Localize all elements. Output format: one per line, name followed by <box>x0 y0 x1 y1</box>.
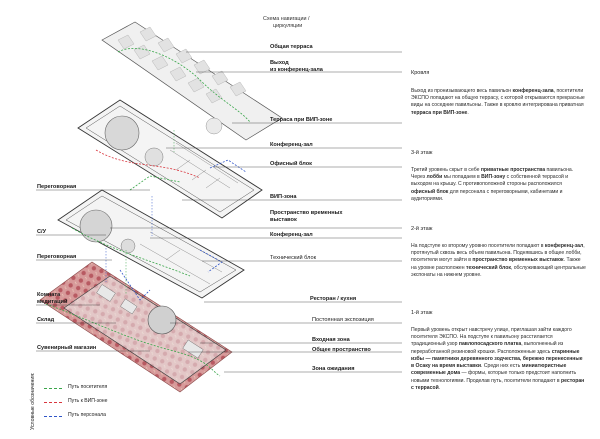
legend-title-line1: Условные <box>30 406 36 430</box>
section-title-floor2: 2-й этаж <box>411 226 433 232</box>
label-conference-hall-2: Конференц-зал <box>270 232 313 238</box>
label-conference-hall-3: Конференц-зал <box>270 142 313 148</box>
floor-3-level <box>77 99 263 219</box>
label-exit-line2: из конференц-зала <box>270 67 323 73</box>
legend-title: Условные обозначения: <box>30 372 37 430</box>
leader-lines-right <box>110 51 402 373</box>
label-permanent-exposition: Постоянная экспозиция <box>312 317 374 323</box>
label-vip-zone: ВИП-зона <box>270 194 297 200</box>
label-meditation-line2: медитаций <box>37 299 68 305</box>
vertical-connectors <box>105 196 153 282</box>
legend-staff-text: Путь персонала <box>68 412 106 418</box>
legend-staff-line <box>44 416 62 417</box>
section-text-floor2: На подступе ко второму уровню посетители… <box>411 243 586 278</box>
label-souvenir-shop: Сувенирный магазин <box>37 345 97 351</box>
section-text-floor1: Первый уровень открыт навстречу улице, п… <box>411 327 585 391</box>
legend-visitor-text: Путь посетителя <box>68 384 108 390</box>
label-meeting-room-2: Переговорная <box>37 254 77 260</box>
legend-title-line2: обозначения: <box>30 372 36 405</box>
legend-vip-line <box>44 402 62 403</box>
diagram-title-line1: Схема навигации / <box>263 16 310 22</box>
label-wc: С/У <box>37 229 47 235</box>
label-public-space: Общее пространство <box>312 347 371 353</box>
label-technical-block: Технический блок <box>270 255 317 261</box>
section-text-floor3: Третий уровень скрыт в себе приватные пр… <box>411 167 574 202</box>
label-meditation-line1: Комната <box>37 292 61 298</box>
label-waiting-zone: Зона ожидания <box>312 366 355 372</box>
legend-visitor-line <box>44 388 62 389</box>
label-meeting-room-3: Переговорная <box>37 184 77 190</box>
legend-vip-text: Путь к ВИП-зоне <box>68 398 108 404</box>
label-common-terrace: Общая терраса <box>270 44 313 50</box>
diagram-title-line2: циркуляции <box>273 23 303 30</box>
diagram-title: Схема навигации / циркуляции <box>263 16 310 31</box>
leader-lines-left <box>36 189 150 352</box>
label-entrance-zone: Входная зона <box>312 337 350 343</box>
label-vip-terrace: Терраса при ВИП-зоне <box>270 117 333 123</box>
label-storage: Склад <box>37 317 55 323</box>
roof-level <box>101 21 283 141</box>
section-title-roof: Кровля <box>411 70 430 76</box>
section-title-floor1: 1-й этаж <box>411 310 433 316</box>
label-temp-exhibit-line1: Пространство временных <box>270 210 343 216</box>
section-text-roof: Выход из пронизывающего весь павильон ко… <box>411 88 585 116</box>
section-title-floor3: 3-й этаж <box>411 150 433 156</box>
label-temp-exhibit-line2: выставок <box>270 217 297 223</box>
floor-1-level <box>39 261 233 393</box>
label-exit-line1: Выход <box>270 60 289 66</box>
label-restaurant-kitchen: Ресторан / кухня <box>310 296 357 302</box>
label-office-block: Офисный блок <box>270 161 312 167</box>
